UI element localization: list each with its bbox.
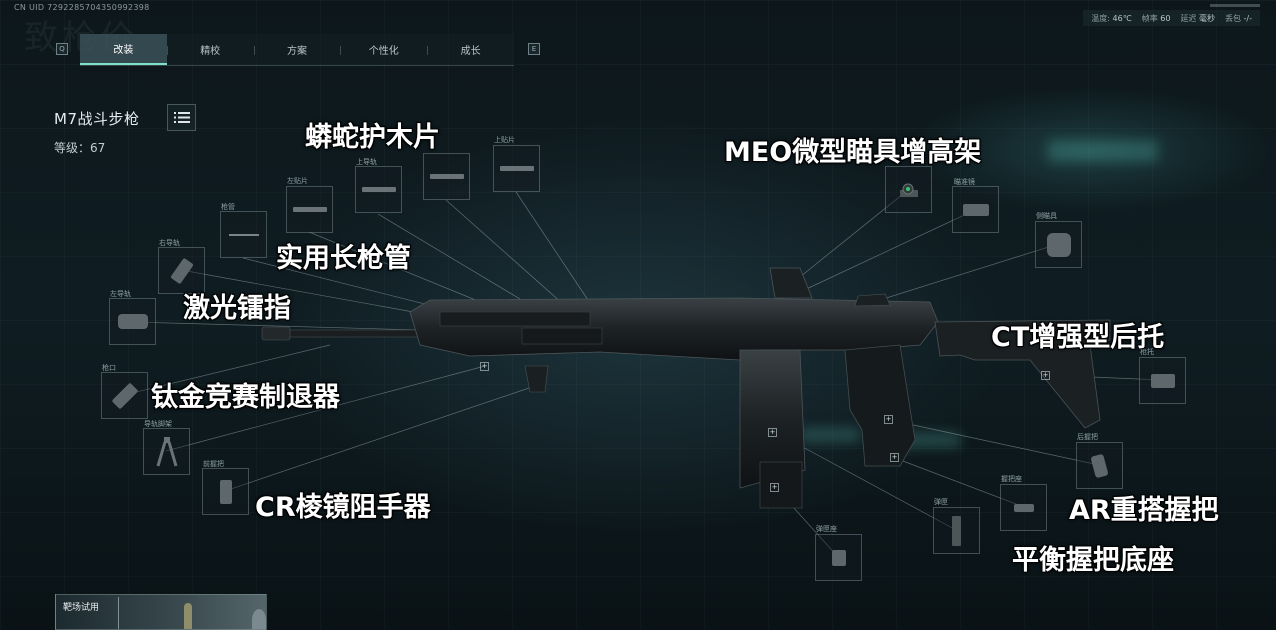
weapon-level: 等级：67 bbox=[54, 141, 106, 155]
attach-point-marker[interactable]: + bbox=[1041, 371, 1050, 380]
optic-mount-icon bbox=[962, 203, 989, 216]
ambient-light bbox=[1048, 140, 1158, 162]
bipod-icon bbox=[156, 436, 177, 466]
rail-icon bbox=[361, 187, 396, 192]
attach-point-marker[interactable]: + bbox=[890, 453, 899, 462]
tab-personalize[interactable]: 个性化 bbox=[340, 34, 427, 65]
slot-label-barrel: 枪管 bbox=[221, 203, 235, 211]
slot-label-left-rail: 左导轨 bbox=[110, 290, 131, 298]
slot-label-rear-grip: 后握把 bbox=[1077, 433, 1098, 441]
red-dot-sight-icon bbox=[899, 183, 918, 197]
list-icon bbox=[173, 112, 190, 123]
barrel-icon bbox=[228, 233, 259, 236]
target-figure-icon bbox=[184, 603, 192, 629]
slot-label-stock: 枪托 bbox=[1140, 348, 1154, 356]
handguard-plate-icon bbox=[429, 174, 464, 179]
callout-muzzle: 钛金竞赛制退器 bbox=[151, 382, 340, 413]
stock-icon bbox=[1150, 373, 1175, 388]
laser-module-icon bbox=[169, 257, 194, 284]
grip-base-icon bbox=[1013, 503, 1034, 512]
slot-upper-rail[interactable] bbox=[355, 166, 402, 213]
slot-label-right-rail: 右导轨 bbox=[159, 239, 180, 247]
latency-readout: 延迟 毫秒 bbox=[1180, 13, 1215, 23]
callout-stock: CT增强型后托 bbox=[991, 322, 1165, 353]
slot-muzzle[interactable] bbox=[101, 372, 148, 419]
preview-divider bbox=[118, 597, 119, 629]
slot-optic[interactable] bbox=[952, 186, 999, 233]
tab-tuning[interactable]: 精校 bbox=[166, 34, 254, 65]
attach-point-marker[interactable]: + bbox=[770, 483, 779, 492]
temperature-readout: 温度: 46℃ bbox=[1091, 13, 1132, 23]
slot-label-mag-base: 弹匣座 bbox=[816, 525, 837, 533]
slot-label-side-optic: 侧瞄具 bbox=[1036, 212, 1057, 220]
range-equipment-icon bbox=[252, 609, 266, 629]
packet-loss-readout: 丢包 -/- bbox=[1224, 13, 1252, 23]
callout-rear-grip: AR重搭握把 bbox=[1069, 495, 1219, 526]
foregrip-icon bbox=[219, 479, 232, 504]
slot-right-rail[interactable] bbox=[158, 247, 205, 294]
slot-label-grip-base: 握把座 bbox=[1001, 475, 1022, 483]
magazine-icon bbox=[952, 515, 961, 546]
slot-magazine[interactable] bbox=[933, 507, 980, 554]
slot-label-optic: 瞄准镜 bbox=[954, 178, 975, 186]
handguard-plate-icon bbox=[292, 207, 327, 212]
laser-pointer-icon bbox=[117, 314, 148, 329]
side-optic-icon bbox=[1046, 232, 1071, 257]
slot-label-rail-bipod: 导轨脚架 bbox=[144, 420, 172, 428]
tab-growth[interactable]: 成长 bbox=[427, 34, 514, 65]
callout-barrel: 实用长枪管 bbox=[276, 243, 411, 274]
keyhint-prev-tab[interactable]: Q bbox=[56, 43, 68, 55]
slot-label-muzzle: 枪口 bbox=[102, 364, 116, 372]
slot-label-upper-plate: 上贴片 bbox=[494, 136, 515, 144]
firing-range-label: 靶场试用 bbox=[63, 603, 100, 613]
mag-base-icon bbox=[831, 549, 846, 566]
tab-bar: 改装 精校 方案 个性化 成长 bbox=[80, 34, 514, 66]
slot-handguard[interactable] bbox=[423, 153, 470, 200]
tab-modify[interactable]: 改装 bbox=[80, 34, 167, 65]
slot-rear-grip[interactable] bbox=[1076, 442, 1123, 489]
slot-left-plate[interactable] bbox=[286, 186, 333, 233]
slot-foregrip[interactable] bbox=[202, 468, 249, 515]
slot-grip-base[interactable] bbox=[1000, 484, 1047, 531]
callout-optic-mount: MEO微型瞄具增高架 bbox=[724, 137, 982, 168]
handguard-plate-icon bbox=[499, 166, 534, 171]
slot-optic-riser[interactable] bbox=[885, 166, 932, 213]
slot-barrel[interactable] bbox=[220, 211, 267, 258]
attach-point-marker[interactable]: + bbox=[884, 415, 893, 424]
attach-point-marker[interactable]: + bbox=[480, 362, 489, 371]
attach-point-marker[interactable]: + bbox=[768, 428, 777, 437]
callout-handguard: 蟒蛇护木片 bbox=[305, 122, 440, 153]
callout-grip-base: 平衡握把底座 bbox=[1012, 545, 1174, 576]
slot-label-magazine: 弹匣 bbox=[934, 498, 948, 506]
player-uid: CN UID 7292285704350992398 bbox=[14, 3, 150, 12]
weapon-list-button[interactable] bbox=[167, 104, 196, 131]
muzzle-brake-icon bbox=[111, 382, 138, 409]
slot-upper-plate[interactable] bbox=[493, 145, 540, 192]
tab-loadouts[interactable]: 方案 bbox=[253, 34, 341, 65]
firing-range-button[interactable]: 靶场试用 bbox=[55, 594, 267, 630]
fps-readout: 帧率 60 bbox=[1141, 13, 1171, 23]
slot-label-left-plate: 左贴片 bbox=[287, 177, 308, 185]
keyhint-next-tab[interactable]: E bbox=[528, 43, 540, 55]
callout-laser: 激光镭指 bbox=[183, 293, 291, 324]
slot-label-foregrip: 前握把 bbox=[203, 460, 224, 468]
network-bar bbox=[1210, 4, 1260, 7]
slot-rail-bipod[interactable] bbox=[143, 428, 190, 475]
weapon-name: M7战斗步枪 bbox=[54, 110, 140, 128]
ambient-light bbox=[800, 428, 860, 442]
pistol-grip-icon bbox=[1090, 453, 1109, 478]
slot-mag-base[interactable] bbox=[815, 534, 862, 581]
system-info: 温度: 46℃ 帧率 60 延迟 毫秒 丢包 -/- bbox=[1083, 10, 1260, 26]
slot-left-rail[interactable] bbox=[109, 298, 156, 345]
slot-stock[interactable] bbox=[1139, 357, 1186, 404]
callout-foregrip: CR棱镜阻手器 bbox=[255, 492, 431, 523]
slot-label-upper-rail: 上导轨 bbox=[356, 158, 377, 166]
slot-side-optic[interactable] bbox=[1035, 221, 1082, 268]
